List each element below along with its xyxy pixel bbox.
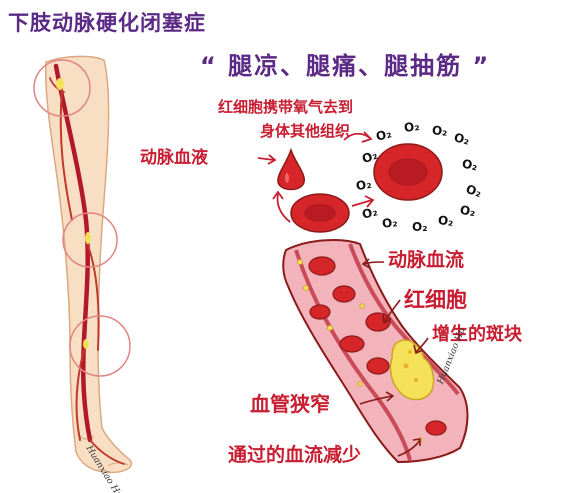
arrow-icon [361,131,373,143]
ankle-line [79,435,95,440]
artery-branch [49,77,65,93]
red-blood-cell [308,256,336,276]
page-title: 下肢动脉硬化闭塞症 [8,11,206,35]
arrow-icon [276,193,291,223]
oxygen-molecule-label: O₂ [412,220,428,234]
label-arterial-blood: 动脉血液 [140,148,208,168]
vessel-inner-stripe [294,249,412,461]
oxygen-molecule-label: O₂ [403,118,421,136]
artery-branch [59,89,73,221]
red-blood-cell [425,420,447,436]
oxygen-molecule-label: O₂ [381,215,399,231]
plasma-dot [303,285,309,291]
artery-branch [89,439,125,465]
label-carry-oxygen-line1: 红细胞携带氧气去到 [218,98,354,116]
plaque-spot [56,78,64,90]
plasma-dot [359,303,365,309]
label-arterial-flow: 动脉血流 [388,249,465,271]
vessel-inner-stripe [348,243,460,396]
label-plaque: 增生的斑块 [432,324,522,345]
oxygen-molecule-label: O₂ [460,156,479,174]
arrow-icon [413,344,424,355]
plaque-spot [83,339,89,349]
red-blood-cell-center [388,158,428,186]
plasma-dot [297,259,303,265]
highlight-circle-knee [62,212,118,268]
highlight-circle-calf [69,315,131,377]
arrow-icon [364,195,375,208]
arrow-icon [257,157,275,161]
arrow-icon [397,439,421,457]
artery-branch [85,239,100,351]
red-blood-cell [366,357,390,375]
plasma-dot [357,381,363,387]
oxygen-molecule-label: O₂ [354,176,373,194]
highlight-circle-groin [33,59,91,117]
oxygen-transport-diagram [257,131,443,233]
red-blood-cell [339,335,365,353]
oxygen-molecule-label: O₂ [458,202,477,220]
blood-drop [277,147,305,191]
arrow-icon [383,299,401,323]
leg-illustration [33,55,133,474]
drop-shine [285,173,289,183]
arrow-icon [359,395,393,405]
oxygen-molecule-label: O₂ [431,123,449,139]
label-reduced-flow: 通过的血流减少 [228,444,362,466]
artery-branch [75,349,85,441]
label-carry-oxygen-line2: 身体其他组织 [260,122,351,140]
arrow-icon [267,154,277,165]
plaque-spot [85,232,91,244]
oxygen-molecule-label: O₂ [437,212,455,230]
red-blood-cell-center [304,204,336,222]
femoral-artery [53,63,93,443]
toe-line [107,462,129,467]
red-blood-cell [309,304,331,320]
vessel-outer-wall [282,239,469,464]
arrow-icon [363,261,385,265]
arrow-icon [361,258,371,269]
plaque-deposit [389,339,435,401]
arrow-icon [412,438,421,446]
page-subtitle: “ 腿凉、腿痛、腿抽筋 ” [200,52,491,80]
arrow-icon [415,337,429,353]
red-blood-cell [332,285,356,303]
label-red-blood-cell: 红细胞 [404,288,467,312]
arrow-icon [272,190,284,200]
plaque-dot [403,363,409,369]
plaque-dot [408,350,412,354]
artery-cross-section [282,239,469,464]
arrow-icon [382,314,392,325]
plaque-dot [414,378,418,382]
label-narrowed-vessel: 血管狭窄 [250,392,330,416]
arrow-icon [351,199,373,207]
callout-arrows [359,258,429,457]
arrow-icon [385,391,395,402]
plasma-dot [327,325,333,331]
